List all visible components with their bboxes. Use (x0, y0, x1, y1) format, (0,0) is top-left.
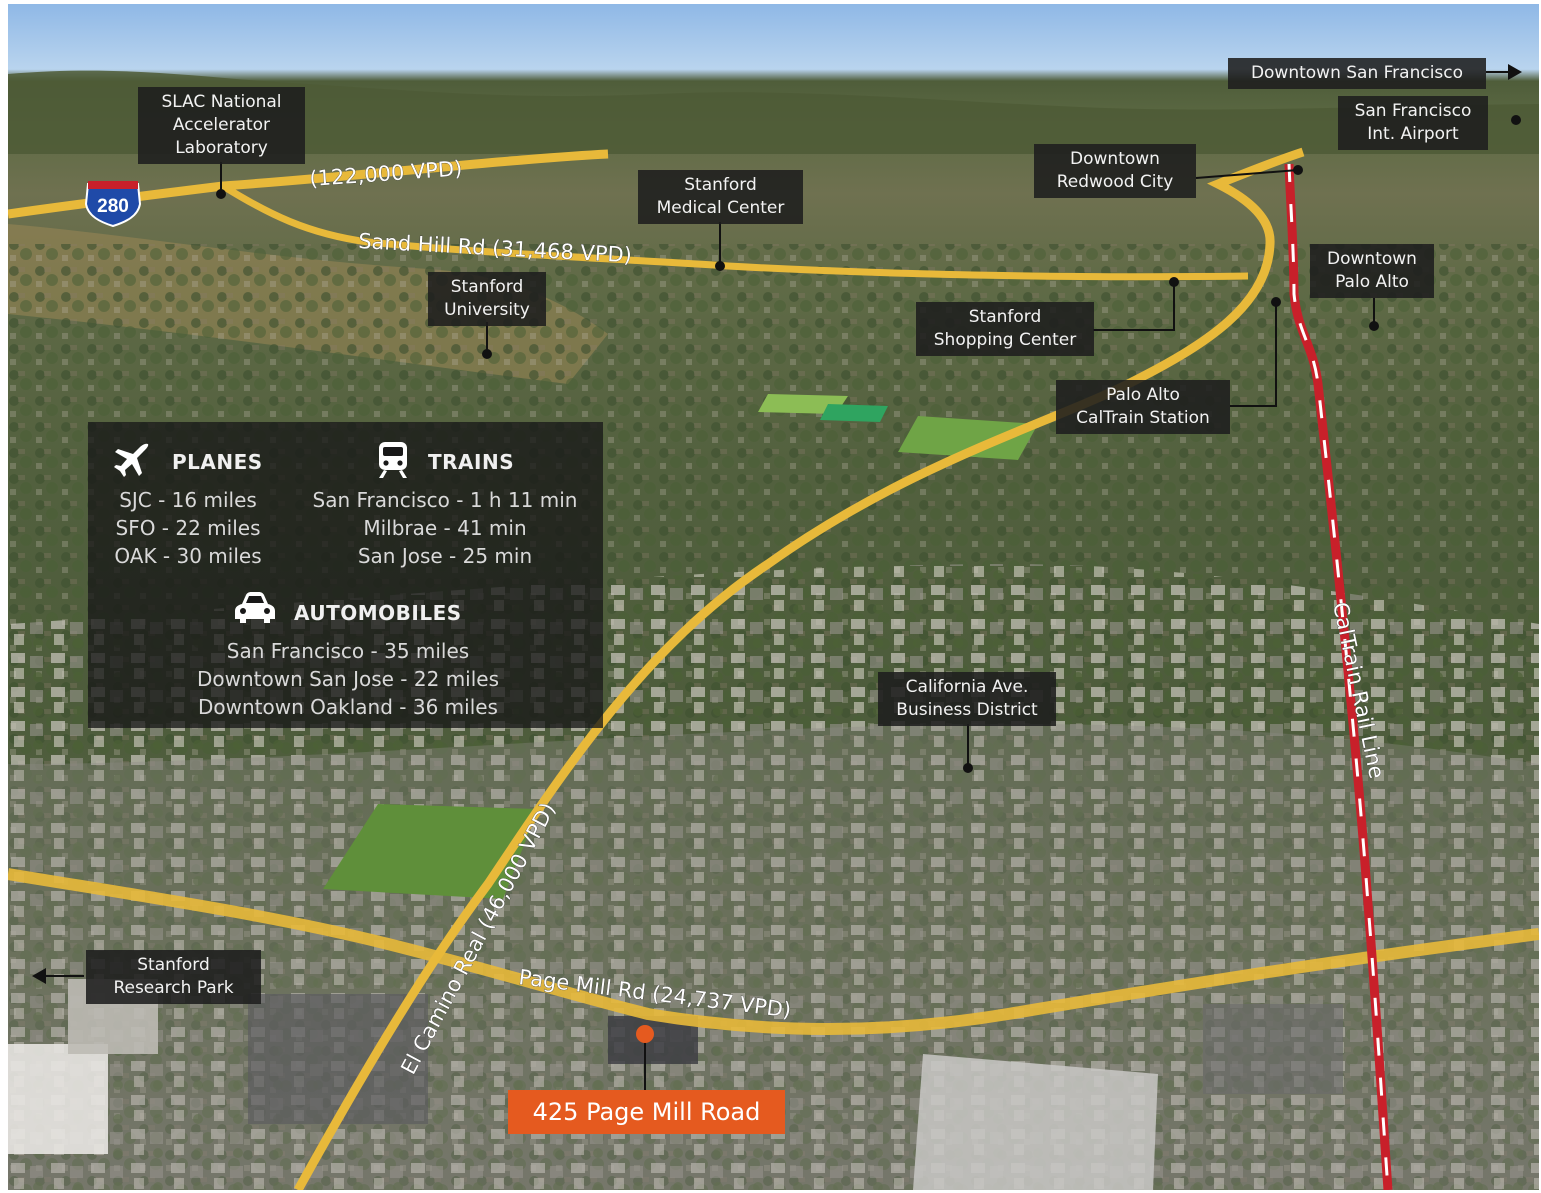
shield-number: 280 (97, 196, 129, 217)
label-downtown-redwood: Downtown Redwood City (1034, 144, 1196, 198)
label-stanford-medical: Stanford Medical Center (638, 170, 803, 224)
planes-title: PLANES (172, 450, 263, 474)
sand-hill-road (221, 183, 1249, 281)
target-property-label: 425 Page Mill Road (508, 1090, 785, 1134)
automobiles-list: San Francisco - 35 miles Downtown San Jo… (196, 639, 500, 719)
label-downtown-sf: Downtown San Francisco (1228, 58, 1486, 89)
leader-lines (38, 71, 1508, 1090)
arrow-right-icon (1508, 64, 1522, 80)
caltrain-rail-dashes (1287, 163, 1390, 1190)
label-caltrain-station: Palo Alto CalTrain Station (1056, 380, 1230, 434)
label-stanford-university: Stanford University (428, 272, 546, 326)
label-stanford-shopping: Stanford Shopping Center (916, 302, 1094, 356)
planes-list: SJC - 16 miles SFO - 22 miles OAK - 30 m… (114, 488, 262, 568)
target-location-marker (636, 1025, 654, 1043)
interstate-280-shield: 280 (84, 181, 142, 228)
el-camino-real-road (294, 147, 1305, 1190)
car-icon (235, 592, 275, 623)
transportation-panel: PLANES SJC - 16 miles SFO - 22 miles OAK… (88, 422, 603, 728)
trains-title: TRAINS (428, 450, 515, 474)
sports-field (898, 416, 1038, 460)
arrow-left-icon (32, 968, 46, 984)
i280-traffic-label: (122,000 VPD) (309, 156, 463, 191)
airplane-icon (114, 443, 149, 477)
automobiles-title: AUTOMOBILES (294, 601, 462, 625)
trains-list: San Francisco - 1 h 11 min Milbrae - 41 … (312, 488, 578, 568)
train-icon (379, 442, 407, 478)
label-california-ave: California Ave. Business District (878, 672, 1056, 726)
label-sf-airport: San Francisco Int. Airport (1338, 96, 1488, 150)
label-stanford-research: Stanford Research Park (86, 950, 261, 1004)
aerial-map: 280 (122,000 VPD) Sand Hill Rd (31,468 V… (8, 4, 1539, 1190)
page-mill-road (8, 868, 1539, 1035)
sports-field (323, 804, 538, 899)
sports-field (820, 404, 888, 422)
map-overlay: 280 (122,000 VPD) Sand Hill Rd (31,468 V… (8, 64, 1539, 1190)
label-downtown-palo-alto: Downtown Palo Alto (1310, 244, 1434, 298)
location-dots (216, 115, 1521, 773)
label-slac: SLAC National Accelerator Laboratory (138, 87, 305, 164)
